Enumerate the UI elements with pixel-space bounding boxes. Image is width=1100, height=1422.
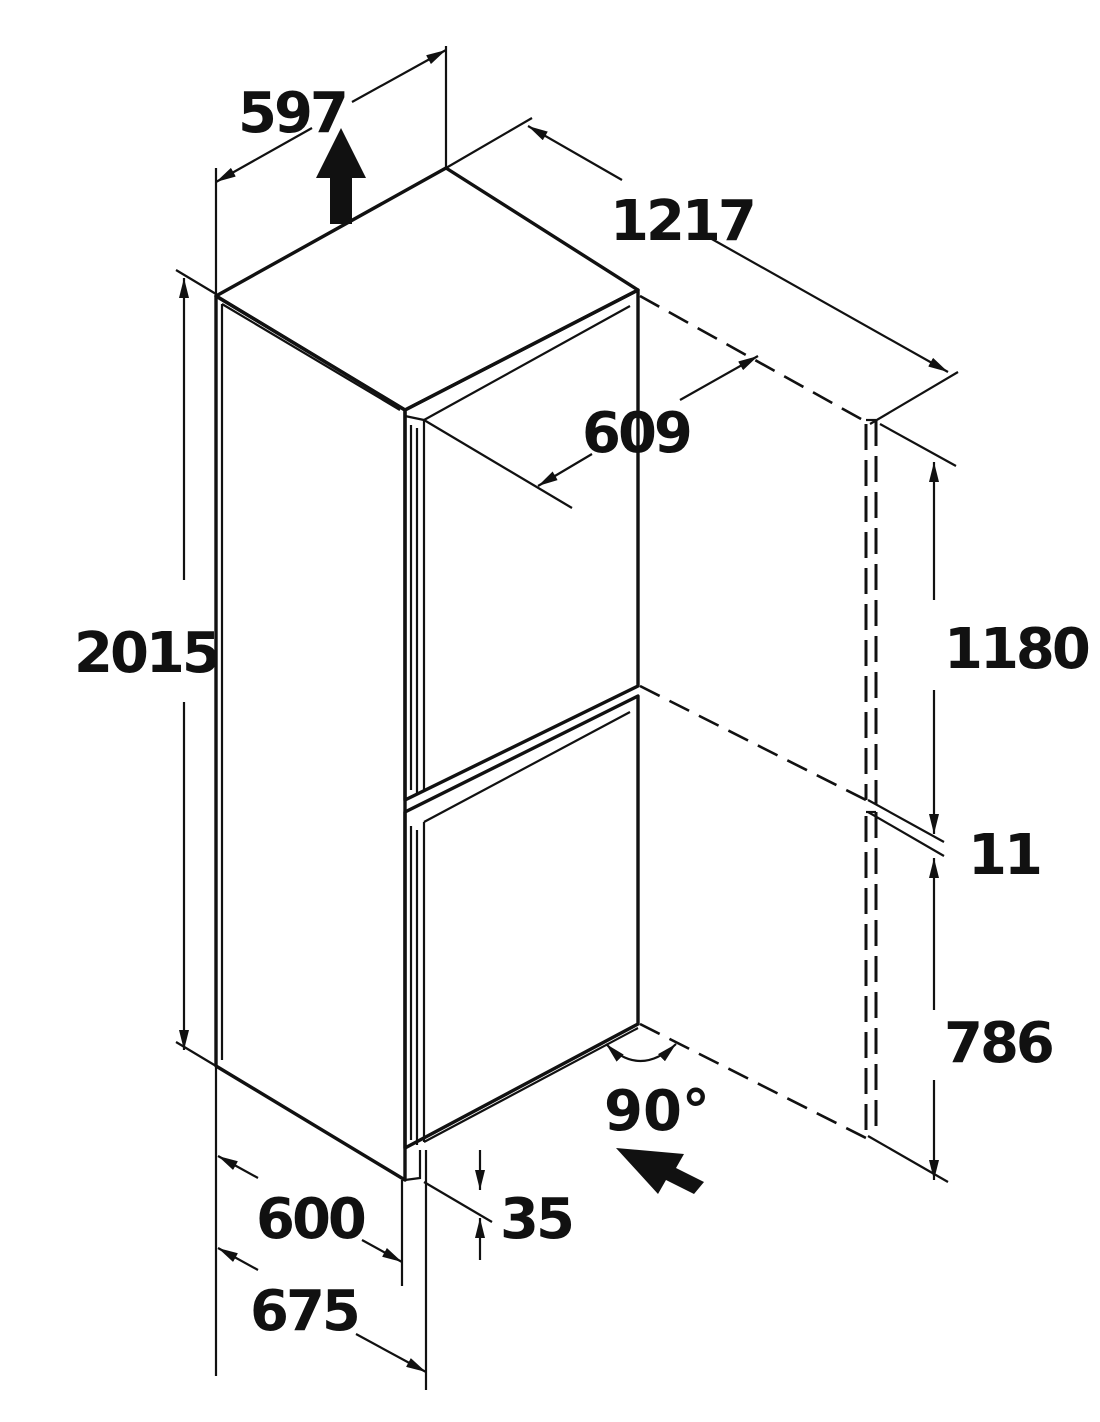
arrow-diagonal-icon: [616, 1148, 704, 1194]
dimension-600-label: 600: [256, 1187, 365, 1252]
dimension-1180-label: 1180: [944, 617, 1089, 682]
dimension-35-label: 35: [500, 1187, 572, 1252]
arrow-up-icon: [316, 128, 366, 224]
dimension-35: 35: [423, 1150, 575, 1260]
upper-door: [403, 288, 640, 802]
dimension-597-label: 597: [238, 81, 346, 146]
cabinet-body: [214, 166, 640, 1182]
dimension-door-heights: 1180 11 786: [867, 423, 1092, 1183]
cabinet-side-face: [214, 294, 407, 1182]
dimension-609-label: 609: [582, 401, 690, 466]
dimension-786-label: 786: [944, 1011, 1052, 1076]
dimension-2015: 2015: [74, 269, 221, 1067]
dimension-609: 609: [423, 355, 759, 509]
dimension-width: 600 675: [214, 1066, 428, 1390]
dimension-675-label: 675: [250, 1279, 358, 1344]
lower-door: [403, 694, 640, 1182]
open-door-outline: [639, 294, 878, 1140]
dimension-1217: 1217: [445, 117, 959, 425]
door-angle-indicator: 90°: [604, 1043, 710, 1144]
door-angle-label: 90°: [604, 1079, 710, 1144]
cabinet-top-face: [214, 166, 640, 412]
dimension-597: 597: [214, 46, 448, 296]
dimension-11-label: 11: [968, 823, 1040, 888]
dimension-2015-label: 2015: [74, 621, 218, 686]
dimension-1217-label: 1217: [610, 189, 754, 254]
